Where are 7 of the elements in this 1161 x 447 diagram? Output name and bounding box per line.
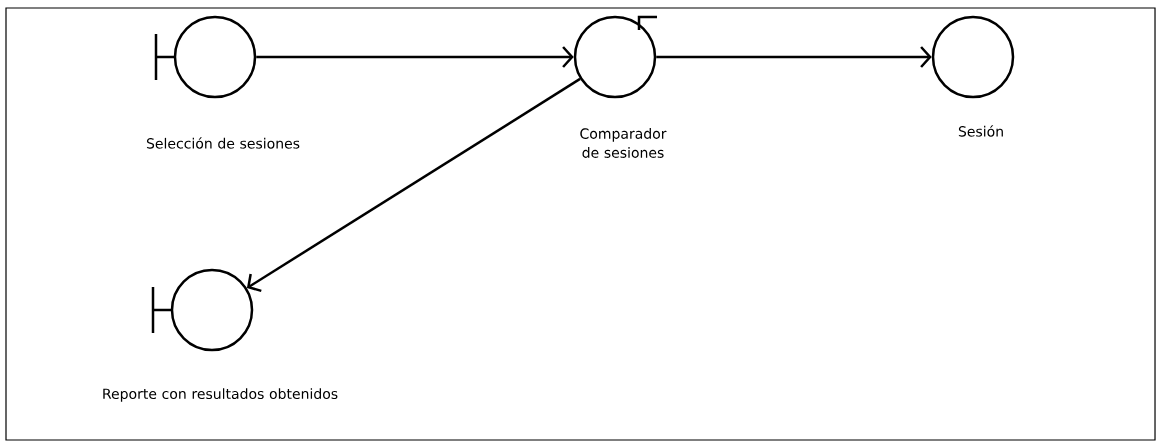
node-label: Comparador de sesiones xyxy=(580,128,667,158)
node-label: Reporte con resultados obtenidos xyxy=(103,388,338,402)
node-label: Selección de sesiones xyxy=(146,137,300,149)
arrow xyxy=(246,77,581,293)
node-label: Sesión xyxy=(958,125,1003,137)
arrow xyxy=(256,46,574,68)
arrow xyxy=(656,46,932,68)
